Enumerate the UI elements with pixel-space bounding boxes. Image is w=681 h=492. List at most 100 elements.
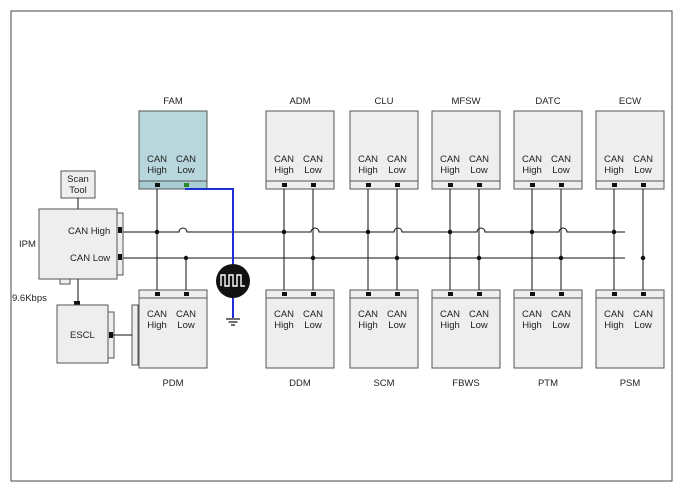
module-name: DATC [535, 96, 560, 107]
junction-dot [476, 255, 482, 261]
pin [395, 183, 400, 187]
ground-icon [226, 318, 240, 326]
ipm-box [38, 208, 118, 280]
junction-dot [183, 255, 189, 261]
escl-label: ESCL [70, 330, 95, 341]
module-box [349, 297, 419, 369]
escl-box [56, 304, 109, 364]
ipm-box-back [116, 212, 124, 276]
pin [530, 183, 535, 187]
diagram-frame [10, 10, 673, 482]
module-box [138, 297, 208, 369]
pin [530, 292, 535, 296]
module-name: ECW [619, 96, 641, 107]
connector-strip [265, 289, 335, 299]
module-box [595, 110, 665, 182]
connector-strip [513, 180, 583, 190]
connector-strip [513, 289, 583, 299]
module-name: FAM [163, 96, 183, 107]
pin [477, 292, 482, 296]
pin [282, 183, 287, 187]
pin [155, 183, 160, 187]
module-box [513, 297, 583, 369]
pin [395, 292, 400, 296]
can-high-bus [121, 227, 625, 233]
module-box [138, 110, 208, 182]
pin [366, 183, 371, 187]
module-name: DDM [289, 378, 311, 389]
junction-dot [310, 255, 316, 261]
connector-strip [138, 180, 208, 190]
connector-strip [595, 289, 665, 299]
ipm-can-high-label: CAN High [68, 226, 110, 237]
can-bus-lines [121, 227, 625, 259]
module-box [349, 110, 419, 182]
connector-strip [138, 289, 208, 299]
pin [448, 183, 453, 187]
module-name: MFSW [451, 96, 480, 107]
pin [366, 292, 371, 296]
connector-strip [349, 289, 419, 299]
baud-rate-label: 9.6Kbps [12, 293, 47, 304]
pin [559, 183, 564, 187]
module-name: SCM [373, 378, 394, 389]
connector-strip [265, 180, 335, 190]
connector-strip [595, 180, 665, 190]
junction-dot [365, 229, 371, 235]
junction-dot [447, 229, 453, 235]
module-box [431, 110, 501, 182]
pin [612, 292, 617, 296]
junction-dot [281, 229, 287, 235]
module-box [595, 297, 665, 369]
pin [612, 183, 617, 187]
scan-tool-box[interactable] [60, 170, 96, 199]
module-name: CLU [374, 96, 393, 107]
pin [184, 292, 189, 296]
pdm-side-tab [131, 304, 139, 366]
pin [184, 183, 189, 187]
junction-dot [394, 255, 400, 261]
module-name: PDM [162, 378, 183, 389]
connector-strip [431, 180, 501, 190]
junction-dot [558, 255, 564, 261]
module-name: PTM [538, 378, 558, 389]
pin [155, 292, 160, 296]
